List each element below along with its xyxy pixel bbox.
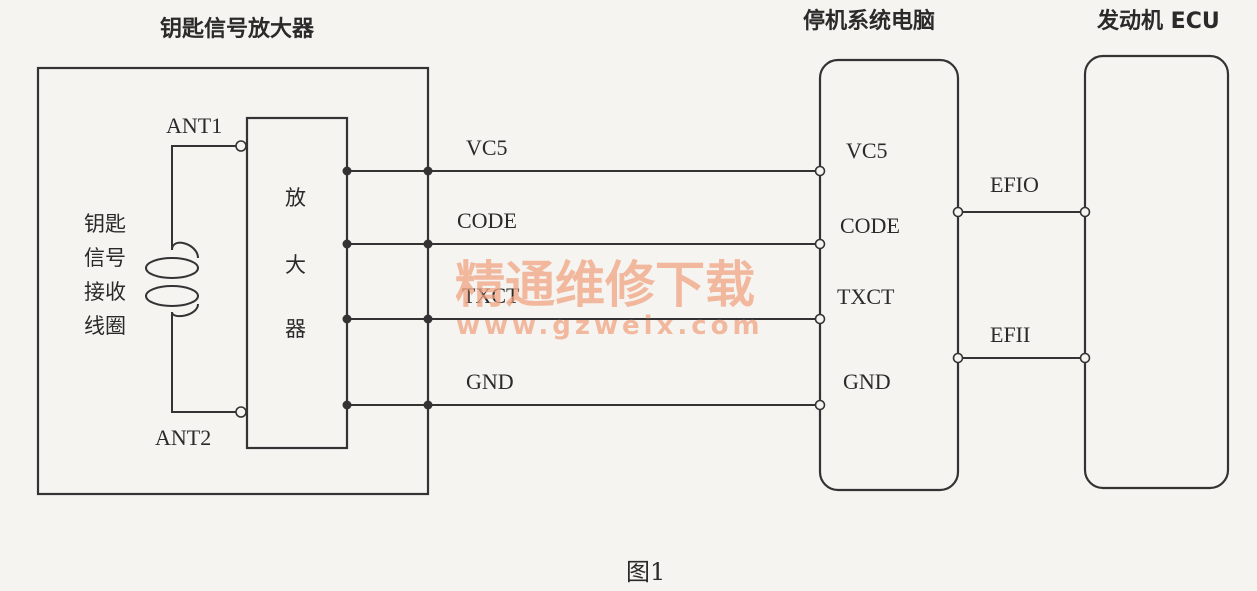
coil-label-line-2: 信号 xyxy=(84,246,126,270)
ant1-terminal xyxy=(235,140,247,152)
coil-label-line-3: 接收 xyxy=(84,280,126,304)
link-label-efio: EFIO xyxy=(990,172,1039,197)
signal-wire-vc5 xyxy=(342,165,826,177)
ecu-pin-vc5: VC5 xyxy=(846,138,888,163)
ecu-pin-code: CODE xyxy=(840,213,900,238)
ant1-label: ANT1 xyxy=(166,113,222,138)
ecu-pin-txct: TXCT xyxy=(837,284,895,309)
amplifier-block xyxy=(245,116,349,450)
link-label-efii: EFII xyxy=(990,322,1030,347)
ecu-pin-gnd: GND xyxy=(843,369,891,394)
link-wire-efio xyxy=(952,206,1091,218)
wire-label-txct: TXCT xyxy=(462,283,520,308)
amplifier-unit-title: 钥匙信号放大器 xyxy=(160,16,315,42)
engine-ecu-box xyxy=(1083,54,1230,490)
signal-wire-code xyxy=(342,238,826,250)
signal-wire-txct xyxy=(342,313,826,325)
coil-bottom-wire xyxy=(171,312,241,413)
coil-label-line-4: 线圈 xyxy=(84,314,126,338)
receiver-coil-icon xyxy=(145,241,199,318)
engine-ecu-title: 发动机 ECU xyxy=(1096,8,1220,34)
coil-label-line-1: 钥匙 xyxy=(84,212,126,236)
link-wire-efii xyxy=(952,352,1091,364)
amplifier-unit-box xyxy=(36,66,430,496)
signal-wire-gnd xyxy=(342,399,826,411)
immobilizer-ecu-title: 停机系统电脑 xyxy=(803,8,935,34)
ant2-terminal xyxy=(235,406,247,418)
wire-label-gnd: GND xyxy=(466,369,514,394)
amplifier-char-3: 器 xyxy=(285,317,306,341)
ant2-label: ANT2 xyxy=(155,425,211,450)
watermark-text: 精通维修下载 xyxy=(455,256,755,314)
amplifier-char-1: 放 xyxy=(285,186,306,210)
coil-top-wire xyxy=(171,145,241,250)
wire-label-code: CODE xyxy=(457,208,517,233)
immobilizer-ecu-box xyxy=(818,58,960,492)
wire-label-vc5: VC5 xyxy=(466,135,508,160)
figure-caption: 图1 xyxy=(626,558,665,586)
amplifier-char-2: 大 xyxy=(285,253,306,277)
watermark-url: www.gzweix.com xyxy=(456,311,764,341)
